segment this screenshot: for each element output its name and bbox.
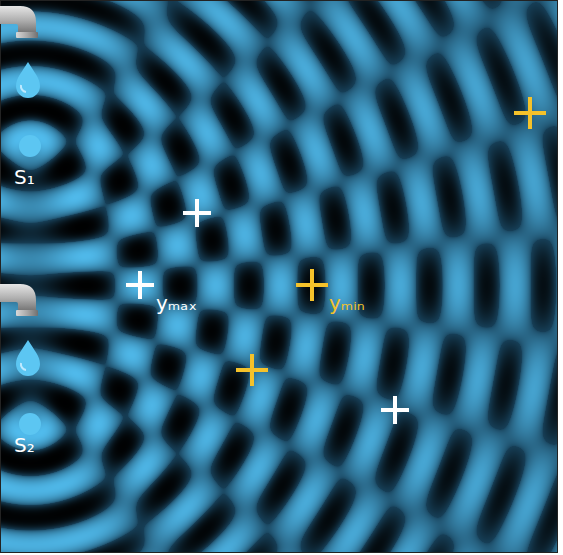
min-marker <box>236 97 546 386</box>
water-drop <box>16 62 40 98</box>
max-marker <box>126 199 409 424</box>
source-label: S₁ <box>14 166 35 188</box>
source-label: S₂ <box>14 434 35 456</box>
water-drop <box>16 340 40 376</box>
maximum-label: yₘₐₓ <box>156 292 197 314</box>
wave-source <box>19 135 41 157</box>
minimum-label: yₘᵢₙ <box>329 292 365 314</box>
wave-source <box>19 413 41 435</box>
faucet <box>0 6 38 38</box>
faucet <box>0 284 38 316</box>
